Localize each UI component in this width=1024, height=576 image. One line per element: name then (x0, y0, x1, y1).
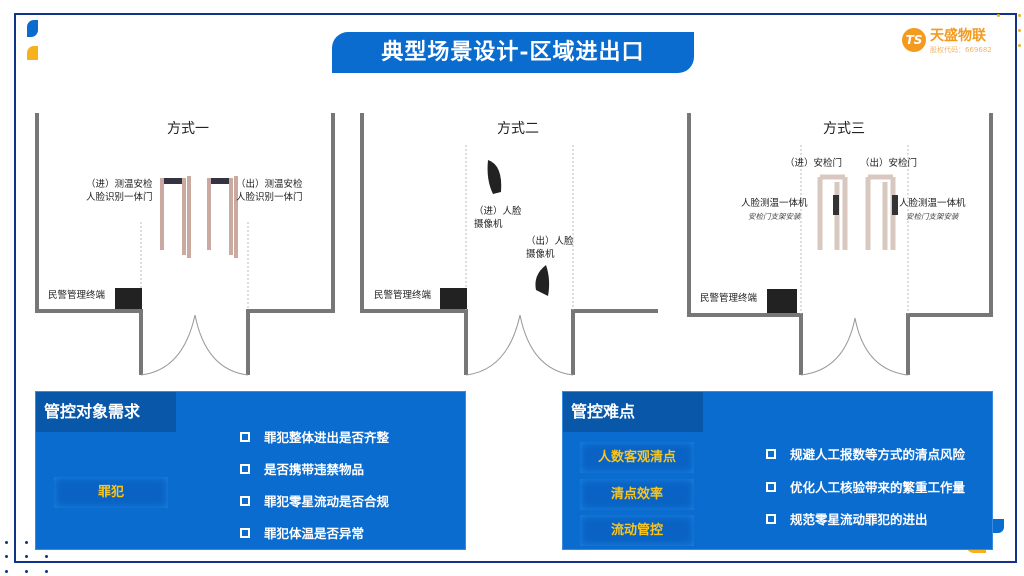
gate-label: （出）安检门 (860, 158, 918, 169)
gate-label: （进）安检门 (785, 158, 843, 169)
decor-dot (25, 555, 28, 558)
list-item: 优化人工核验带来的繁重工作量 (766, 477, 965, 496)
face-camera-icon (487, 160, 502, 194)
panel-title: 方式三 (823, 121, 865, 137)
list-item: 是否携带违禁物品 (240, 459, 364, 478)
logo-mark-icon: TS (902, 28, 926, 52)
decor-dot (1018, 29, 1021, 32)
decor-dot (25, 570, 28, 573)
square-bullet-icon (240, 463, 250, 474)
decor-blue-shape (27, 20, 38, 37)
decor-dot (997, 14, 1000, 17)
gate-label: （出）测温安检人脸识别一体门 (236, 179, 303, 203)
difficulty-tag: 流动管控 (580, 515, 694, 546)
terminal-label: 民警管理终端 (48, 290, 106, 301)
decor-dot (5, 555, 8, 558)
list-item: 罪犯体温是否异常 (240, 523, 364, 542)
floor-plan-2 (360, 113, 658, 376)
camera-label: （进）人脸摄像机 (474, 206, 522, 230)
security-gate-icon (865, 174, 898, 250)
terminal-label: 民警管理终端 (374, 290, 432, 301)
square-bullet-icon (240, 431, 250, 442)
difficulty-tag: 清点效率 (580, 479, 694, 510)
box-heading: 管控对象需求 (36, 392, 176, 432)
decor-dot (45, 555, 48, 558)
list-item: 罪犯整体进出是否齐整 (240, 427, 389, 446)
page-title: 典型场景设计-区域进出口 (332, 32, 694, 73)
device-label: 人脸测温一体机安检门支架安装 (741, 198, 808, 221)
security-gate-icon (817, 174, 848, 250)
square-bullet-icon (240, 495, 250, 506)
slide-frame (14, 13, 1017, 563)
monitor-icon (440, 288, 467, 309)
decor-dot (5, 541, 8, 544)
control-difficulty-box: 管控难点 人数客观清点 清点效率 流动管控 规避人工报数等方式的清点风险 优化人… (562, 391, 993, 550)
floor-plan-3 (687, 113, 993, 376)
difficulty-tag: 人数客观清点 (580, 442, 694, 473)
floor-plan-1 (35, 113, 335, 376)
logo-code: 股权代码：669682 (930, 46, 992, 54)
control-target-box: 管控对象需求 罪犯 罪犯整体进出是否齐整 是否携带违禁物品 罪犯零星流动是否合规… (35, 391, 466, 550)
list-item: 规避人工报数等方式的清点风险 (766, 444, 965, 463)
decor-dot (25, 541, 28, 544)
company-logo: TS 天盛物联 股权代码：669682 (902, 25, 992, 55)
camera-label: （出）人脸摄像机 (526, 236, 574, 260)
decor-blue-corner (990, 519, 1004, 533)
decor-dot (1018, 44, 1021, 47)
decor-dot (1018, 14, 1021, 17)
face-camera-icon (535, 265, 550, 296)
target-tag: 罪犯 (54, 477, 168, 508)
square-bullet-icon (766, 448, 776, 459)
gate-label: （进）测温安检人脸识别一体门 (86, 179, 153, 203)
panel-title: 方式二 (497, 121, 539, 137)
square-bullet-icon (766, 481, 776, 492)
decor-dot (5, 570, 8, 573)
panel-title: 方式一 (167, 121, 209, 137)
monitor-icon (115, 288, 142, 309)
list-item: 规范零星流动罪犯的进出 (766, 509, 928, 528)
logo-name: 天盛物联 (930, 28, 986, 44)
decor-yellow-shape (27, 46, 38, 60)
device-label: 人脸测温一体机安检门支架安装 (899, 198, 966, 221)
box-heading: 管控难点 (563, 392, 703, 432)
security-gate-icon (207, 176, 238, 258)
list-item: 罪犯零星流动是否合规 (240, 491, 389, 510)
decor-dot (45, 570, 48, 573)
square-bullet-icon (240, 527, 250, 538)
terminal-label: 民警管理终端 (700, 293, 758, 304)
security-gate-icon (160, 176, 191, 258)
monitor-icon (767, 289, 797, 313)
square-bullet-icon (766, 513, 776, 524)
